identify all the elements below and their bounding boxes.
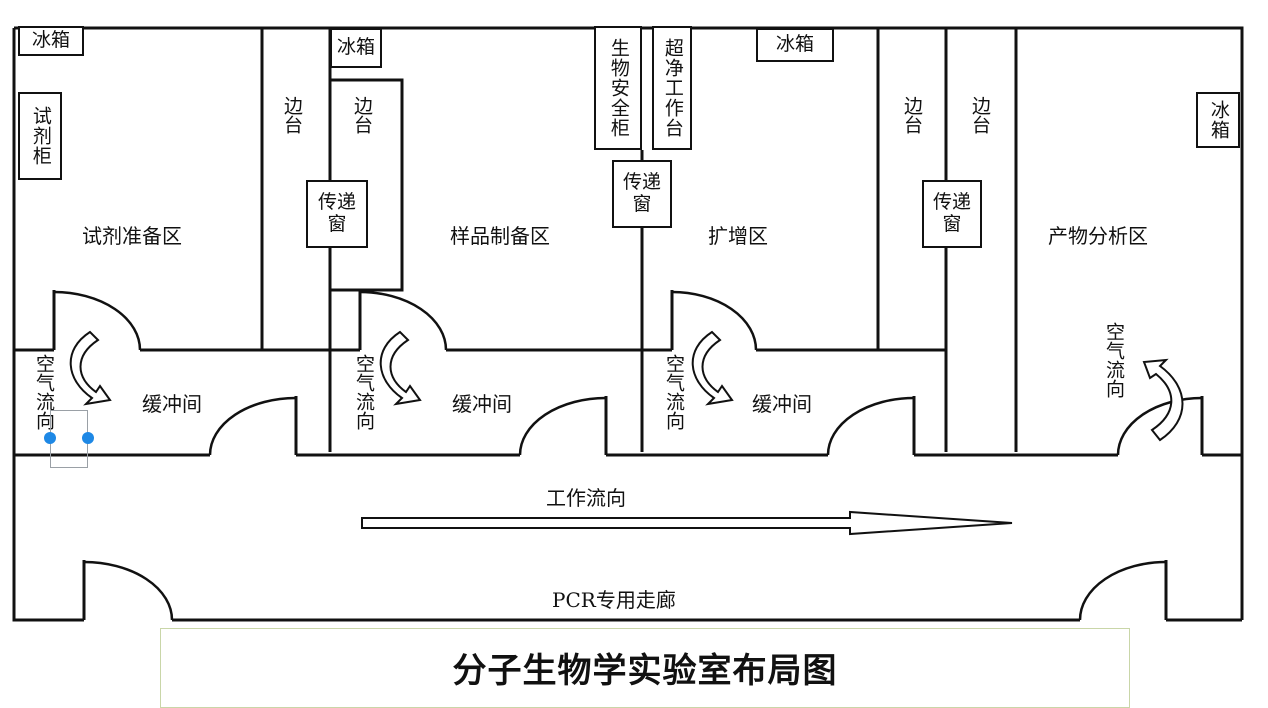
work-flow-label: 工作流向 — [546, 486, 626, 510]
fridge-reagent-room: 冰箱 — [18, 26, 84, 56]
side-bench-1: 边台 — [281, 96, 303, 134]
pass-window-3-label: 传递窗 — [932, 191, 971, 235]
room-amplification: 扩增区 — [708, 224, 768, 248]
pass-window-1: 传递窗 — [306, 180, 368, 248]
corridor-label: PCR专用走廊 — [552, 588, 676, 612]
room-product-analysis: 产物分析区 — [1048, 224, 1148, 248]
pass-window-3: 传递窗 — [922, 180, 982, 248]
pass-window-2: 传递窗 — [612, 160, 672, 228]
clean-bench: 超净工作台 — [652, 26, 692, 150]
air-flow-arrow-1 — [69, 330, 112, 406]
fridge-analysis-room: 冰箱 — [1196, 92, 1240, 148]
air-flow-arrow-3 — [691, 330, 734, 406]
outer-wall — [14, 26, 1244, 620]
title-box: 分子生物学实验室布局图 — [160, 628, 1130, 708]
outer-wall-left — [12, 28, 84, 622]
diagram-title: 分子生物学实验室布局图 — [452, 651, 838, 691]
air-flow-label-2: 空气流向 — [353, 354, 375, 430]
pass-window-2-label: 传递窗 — [622, 171, 661, 215]
air-flow-label-4: 空气流向 — [1103, 322, 1125, 398]
room-sample-prep: 样品制备区 — [450, 224, 550, 248]
side-bench-4: 边台 — [969, 96, 991, 134]
biosafety-cabinet: 生物安全柜 — [594, 26, 642, 150]
reagent-cabinet: 试剂柜 — [18, 92, 62, 180]
room-reagent-prep: 试剂准备区 — [82, 224, 182, 248]
buffer-room-2: 缓冲间 — [452, 392, 512, 416]
air-flow-arrow-4 — [1142, 358, 1184, 442]
pass-window-1-label: 传递窗 — [317, 191, 356, 235]
selection-handle-right[interactable] — [82, 432, 94, 444]
fridge-sample-room: 冰箱 — [330, 28, 382, 68]
air-flow-label-3: 空气流向 — [663, 354, 685, 430]
buffer-room-1: 缓冲间 — [142, 392, 202, 416]
work-flow-arrow — [361, 510, 1013, 536]
selection-handle-left[interactable] — [44, 432, 56, 444]
side-bench-2: 边台 — [351, 96, 373, 134]
side-bench-3: 边台 — [901, 96, 923, 134]
air-flow-arrow-2 — [379, 330, 422, 406]
fridge-amplification-room: 冰箱 — [756, 28, 834, 62]
buffer-room-3: 缓冲间 — [752, 392, 812, 416]
air-flow-label-1: 空气流向 — [33, 354, 55, 430]
